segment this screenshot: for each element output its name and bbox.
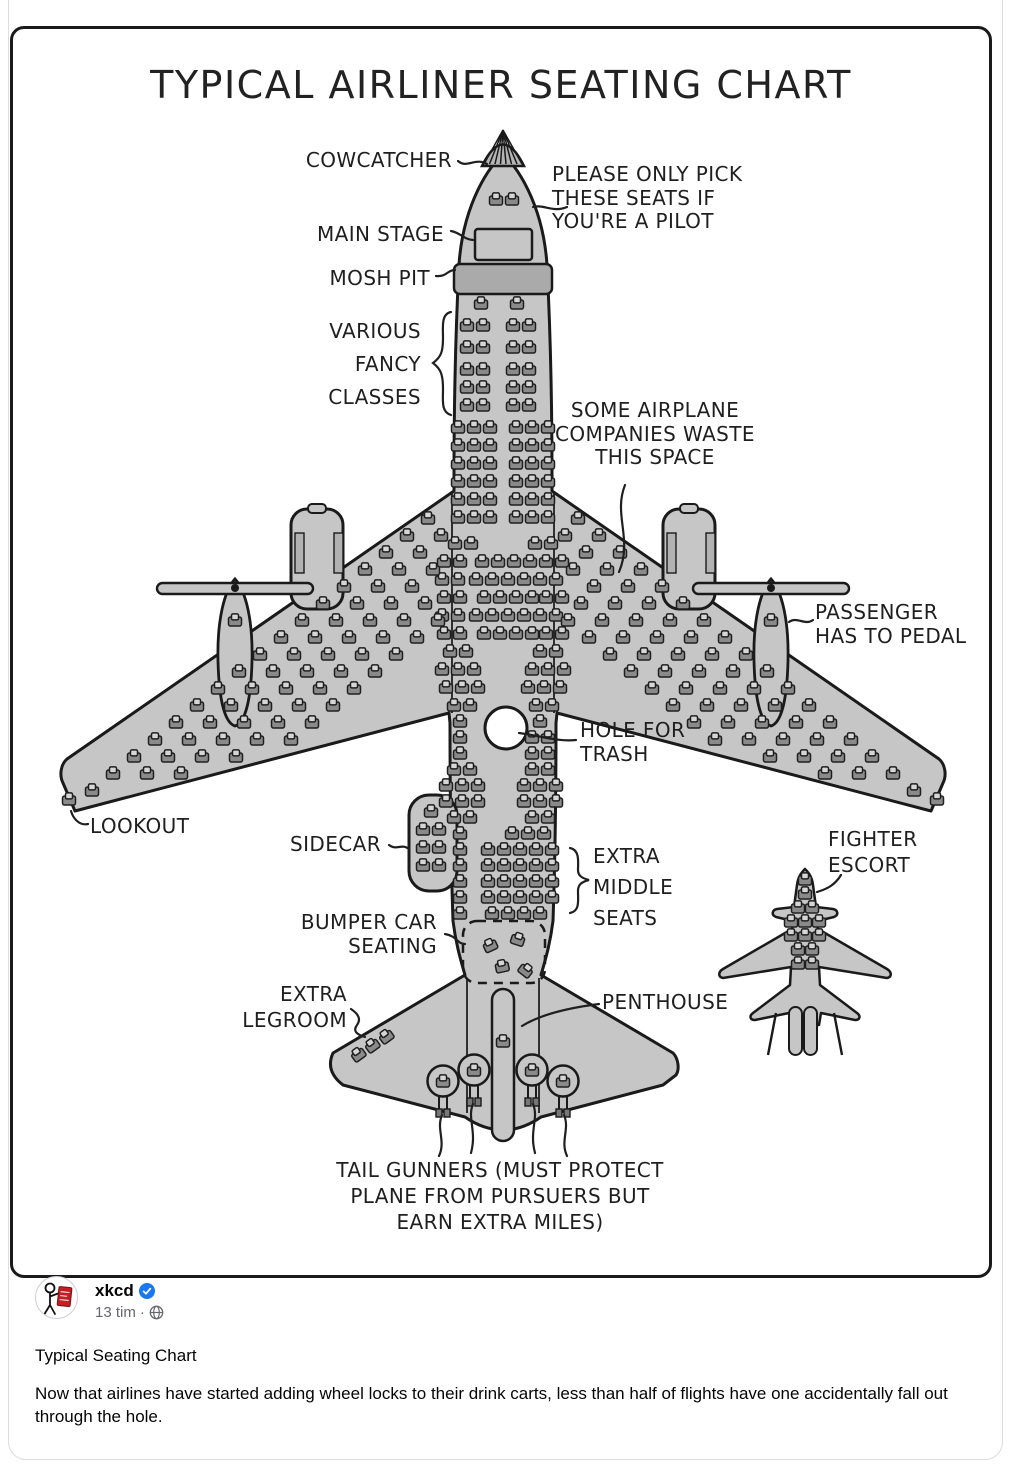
xkcd-logo-icon: [43, 1282, 73, 1315]
globe-icon: [149, 1305, 164, 1320]
post-timestamp[interactable]: 13 tim: [95, 1304, 136, 1321]
label-pedal: PASSENGER HAS TO PEDAL: [815, 600, 967, 648]
post-caption: Now that airlines have started adding wh…: [35, 1384, 948, 1426]
label-legroom: EXTRA LEGROOM: [242, 982, 347, 1032]
label-tail-gunners: TAIL GUNNERS (MUST PROTECT PLANE FROM PU…: [336, 1158, 664, 1234]
label-cowcatcher: COWCATCHER: [305, 148, 452, 172]
mosh-pit-icon: [452, 262, 554, 296]
trash-hole-icon: [483, 705, 529, 751]
airliner-diagram: [59, 129, 947, 1158]
label-extra-middle: EXTRA MIDDLE SEATS: [593, 844, 674, 930]
label-hole: HOLE FOR TRASH: [580, 718, 686, 766]
propeller-pod-right: [691, 576, 851, 728]
meta-dot: ·: [139, 1304, 145, 1321]
label-fancy-classes: VARIOUS FANCY CLASSES: [328, 319, 421, 409]
comic-title: TYPICAL AIRLINER SEATING CHART: [150, 63, 852, 107]
bumper-car-area: [461, 919, 547, 985]
fuselage-lines: [451, 493, 555, 1113]
author-name[interactable]: xkcd: [95, 1281, 134, 1300]
penthouse-icon: [490, 987, 516, 1143]
verified-badge-icon: [138, 1283, 155, 1299]
connector-lines: [69, 159, 843, 1158]
label-mosh-pit: MOSH PIT: [329, 266, 430, 290]
avatar[interactable]: [35, 1276, 78, 1319]
label-penthouse: PENTHOUSE: [602, 990, 729, 1014]
comic-image[interactable]: TYPICAL AIRLINER SEATING CHART COWCATCHE…: [10, 26, 992, 1278]
propeller-pod-left: [155, 576, 315, 728]
post-title: Typical Seating Chart: [35, 1346, 197, 1365]
label-main-stage: MAIN STAGE: [317, 222, 444, 246]
label-fighter: FIGHTER ESCORT: [828, 827, 918, 877]
cowcatcher-icon: [479, 129, 527, 168]
main-stage-icon: [473, 227, 534, 262]
label-bumper: BUMPER CAR SEATING: [300, 910, 437, 958]
label-pilot-note: PLEASE ONLY PICK THESE SEATS IF YOU'RE A…: [552, 162, 743, 234]
label-sidecar: SIDECAR: [290, 832, 381, 856]
label-waste-space: SOME AIRPLANE COMPANIES WASTE THIS SPACE: [555, 398, 755, 470]
label-lookout: LOOKOUT: [90, 814, 190, 838]
